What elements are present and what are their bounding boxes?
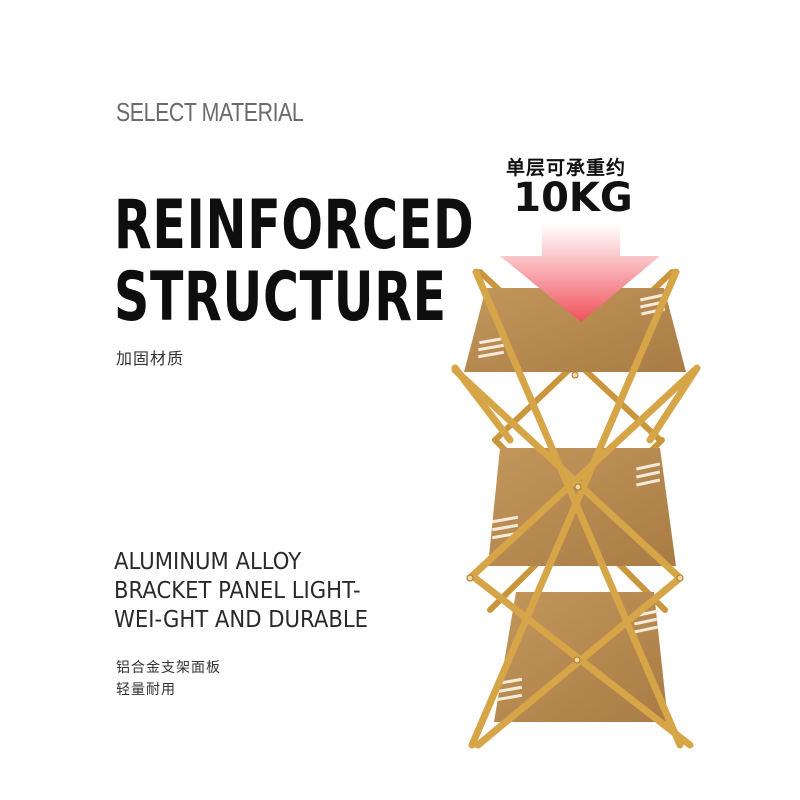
vent-slots-icon <box>478 293 666 359</box>
feature-line-2: BRACKET PANEL LIGHT- <box>114 578 361 604</box>
load-arrow-icon <box>500 223 660 322</box>
section-label: SELECT MATERIAL <box>116 97 304 127</box>
frame-front-straight <box>451 364 701 444</box>
hinge-bolts <box>466 371 684 664</box>
feature-cn-line-1: 铝合金支架面板 <box>116 660 221 676</box>
feature-cn-line-2: 轻量耐用 <box>116 682 176 698</box>
feature-line-1: ALUMINUM ALLOY <box>114 549 302 575</box>
shelf-tier-1 <box>464 288 686 372</box>
feature-description: ALUMINUM ALLOY BRACKET PANEL LIGHT- WEI-… <box>114 548 368 635</box>
shelf-tier-2 <box>488 448 676 566</box>
vent-slots-icon <box>492 462 661 540</box>
load-capacity-weight: 10KG <box>513 175 633 221</box>
feature-line-3: WEI-GHT AND DURABLE <box>114 607 369 633</box>
headline-line-2: STRUCTURE <box>114 258 447 337</box>
headline-subtitle-cn: 加固材质 <box>116 349 185 368</box>
feature-description-cn: 铝合金支架面板 轻量耐用 <box>116 657 221 701</box>
headline-line-1: REINFORCED <box>114 186 475 265</box>
